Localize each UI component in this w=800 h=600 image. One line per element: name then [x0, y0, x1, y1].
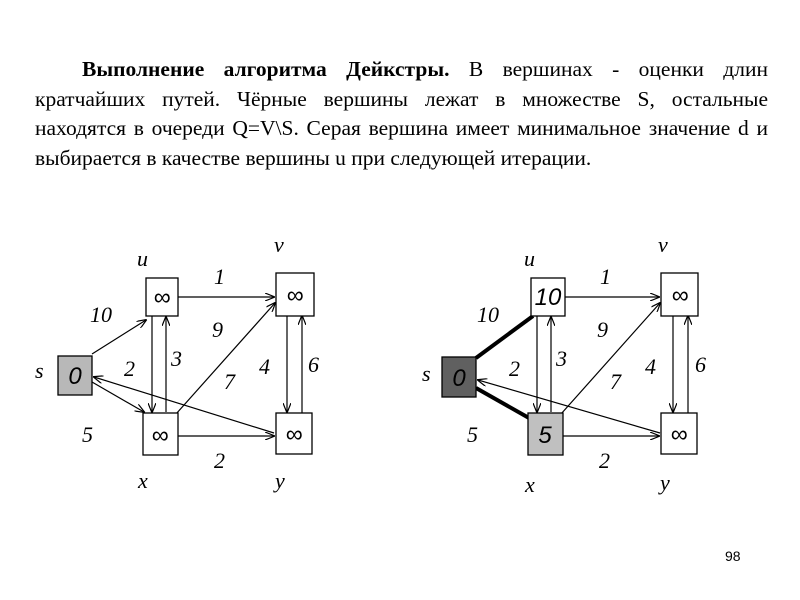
label-u: u [137, 246, 148, 271]
vertex-y [275, 412, 313, 455]
vertex-x-value: 5 [538, 422, 552, 449]
vertex-s [441, 356, 477, 398]
edge-x-v [175, 303, 275, 415]
vertex-v-value: ∞ [671, 282, 688, 309]
edge-y-s [478, 380, 661, 434]
vertex-x [142, 412, 179, 456]
label-y: y [273, 468, 285, 493]
vertex-u [530, 277, 566, 317]
graph-left: 0 ∞ ∞ ∞ ∞ s u v x y 10 5 1 2 3 9 7 4 6 2 [35, 232, 319, 493]
weight-u-v: 1 [600, 264, 611, 289]
weight-y-s: 7 [224, 369, 236, 394]
vertex-y [660, 412, 698, 455]
weight-s-x: 5 [82, 422, 93, 447]
vertex-u-value: 10 [535, 284, 562, 311]
edge-x-v [560, 303, 660, 415]
weight-y-v: 4 [645, 354, 656, 379]
label-s: s [35, 358, 44, 383]
weight-x-u: 3 [555, 346, 567, 371]
label-u: u [524, 246, 535, 271]
weight-y-v: 4 [259, 354, 270, 379]
weight-s-u: 10 [90, 302, 112, 327]
vertex-y-value: ∞ [285, 421, 302, 448]
edge-s-x [475, 386, 530, 420]
paragraph-title: Выполнение алгоритма Дейкстры. [82, 57, 450, 81]
vertex-x [527, 412, 564, 456]
weight-x-v: 9 [212, 317, 223, 342]
vertex-x-value: ∞ [151, 422, 168, 449]
graph-right: 0 10 ∞ 5 ∞ s u v x y 10 5 1 2 3 9 7 4 6 … [422, 232, 706, 497]
weight-s-u: 10 [477, 302, 499, 327]
label-y: y [658, 470, 670, 495]
vertex-s [57, 355, 93, 396]
vertex-v [660, 272, 699, 317]
label-s: s [422, 361, 431, 386]
weight-v-y: 6 [695, 352, 706, 377]
weight-x-u: 3 [170, 346, 182, 371]
label-x: x [524, 472, 535, 497]
weight-x-y: 2 [599, 448, 610, 473]
weight-u-x: 2 [124, 356, 135, 381]
weight-u-x: 2 [509, 356, 520, 381]
vertex-y-value: ∞ [670, 421, 687, 448]
vertex-u [145, 277, 179, 317]
slide-number: 98 [725, 548, 741, 564]
edge-s-u [474, 314, 535, 360]
vertex-v-value: ∞ [286, 282, 303, 309]
weight-u-v: 1 [214, 264, 225, 289]
paragraph-body: В вершинах - оценки длин кратчайших путе… [35, 57, 768, 170]
edge-y-s [94, 377, 275, 434]
weight-v-y: 6 [308, 352, 319, 377]
weight-x-y: 2 [214, 448, 225, 473]
label-v: v [658, 232, 668, 257]
vertex-s-value: 0 [452, 365, 466, 392]
weight-s-x: 5 [467, 422, 478, 447]
vertex-s-value: 0 [68, 363, 82, 390]
edge-s-x [91, 381, 144, 412]
description-paragraph: Выполнение алгоритма Дейкстры. В вершина… [35, 55, 768, 173]
vertex-u-value: ∞ [153, 284, 170, 311]
weight-x-v: 9 [597, 317, 608, 342]
weight-y-s: 7 [610, 369, 622, 394]
vertex-v [275, 272, 315, 317]
edge-s-u [91, 320, 146, 355]
label-v: v [274, 232, 284, 257]
label-x: x [137, 468, 148, 493]
